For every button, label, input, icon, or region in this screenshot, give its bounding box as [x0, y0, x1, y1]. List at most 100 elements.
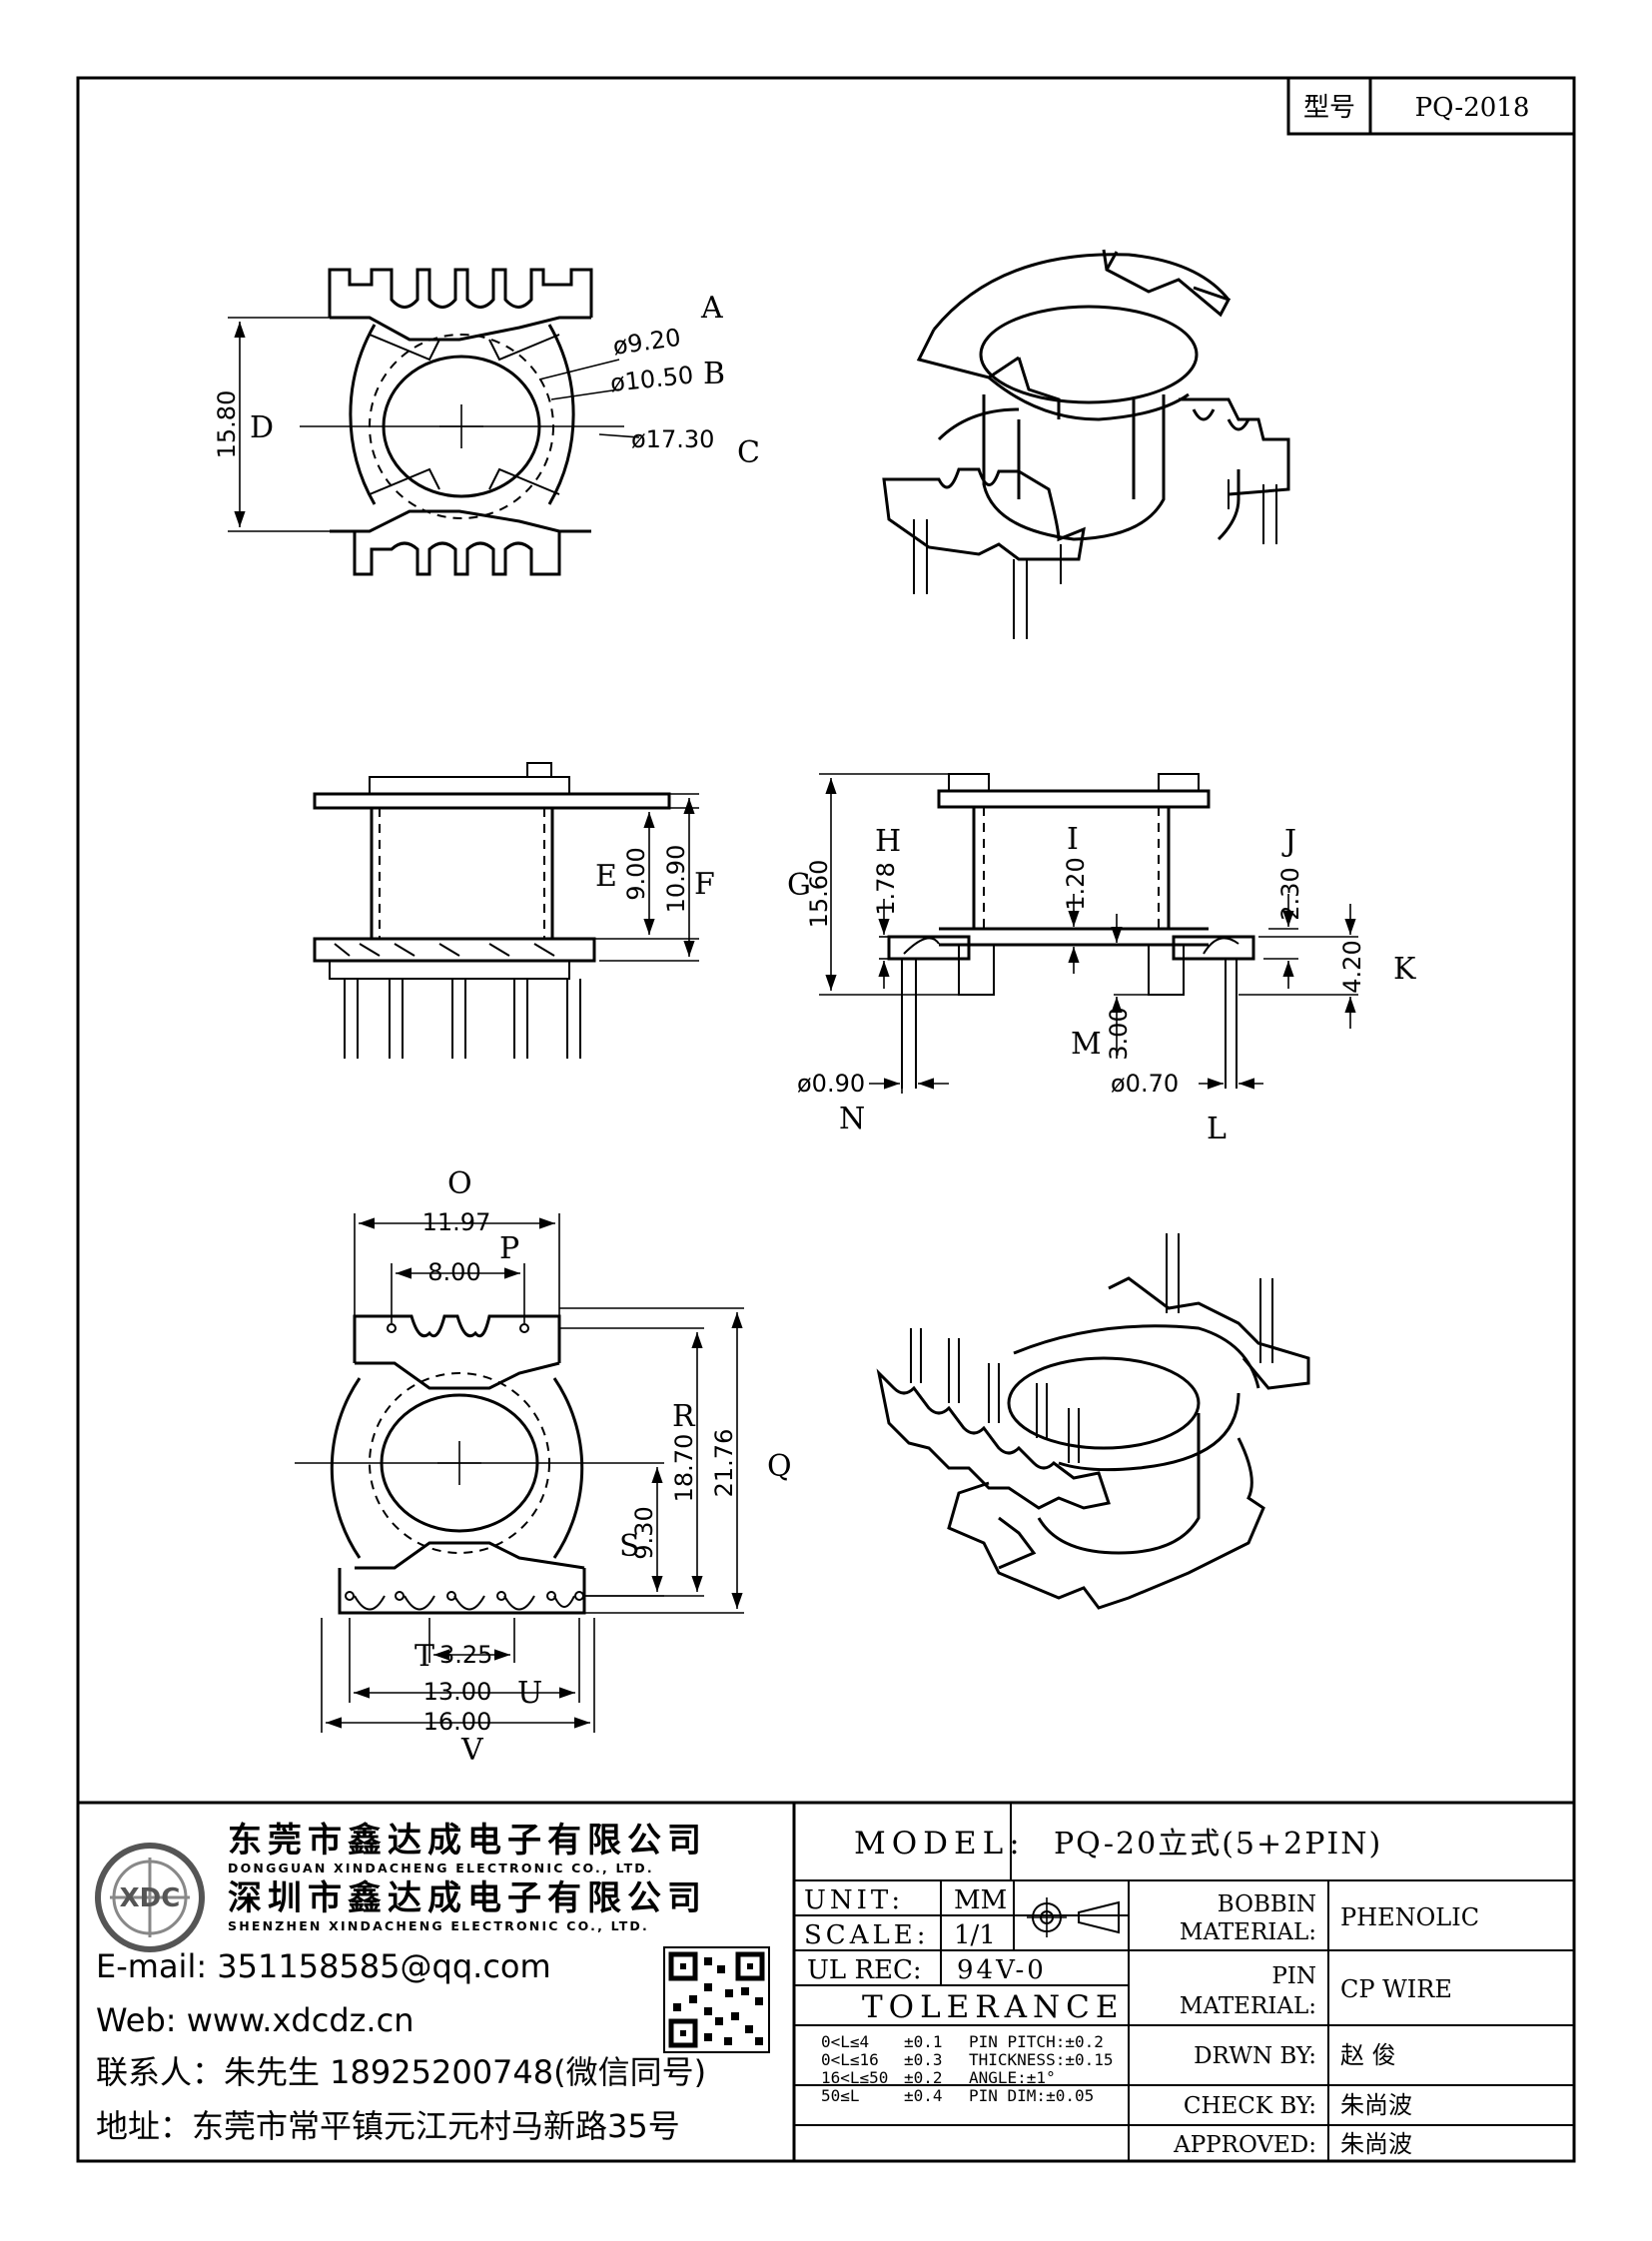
- unit-label: UNIT:: [804, 1885, 904, 1915]
- tol-range-4: 50≤L: [821, 2086, 860, 2105]
- tol-value-2: ±0.3: [904, 2050, 943, 2069]
- label-I: I: [1067, 822, 1079, 857]
- company-name-dongguan-en: DONGGUAN XINDACHENG ELECTRONIC CO., LTD.: [228, 1861, 654, 1875]
- tol-value-4: ±0.4: [904, 2086, 943, 2105]
- company-logo: XDC: [95, 1843, 205, 1952]
- scale-label: SCALE:: [804, 1920, 930, 1950]
- tol-extra-1: PIN PITCH:±0.2: [969, 2032, 1104, 2051]
- label-R: R: [672, 1399, 696, 1434]
- label-P: P: [499, 1231, 519, 1266]
- tol-extra-4: PIN DIM:±0.05: [969, 2086, 1094, 2105]
- pin-label-line1: PIN: [1271, 1963, 1316, 1989]
- tol-value-3: ±0.2: [904, 2068, 943, 2087]
- label-H: H: [875, 824, 901, 859]
- dim-2-30: 2.30: [1276, 867, 1304, 920]
- company-web: Web: www.xdcdz.cn: [96, 2001, 413, 2039]
- dim-15-60: 15.60: [805, 860, 833, 929]
- side-view: 9.00 10.90 E F: [313, 762, 715, 1059]
- label-C: C: [737, 435, 760, 470]
- label-D: D: [250, 410, 274, 445]
- company-name-shenzhen-en: SHENZHEN XINDACHENG ELECTRONIC CO., LTD.: [228, 1918, 649, 1933]
- model-value: PQ-20立式(5+2PIN): [1054, 1827, 1382, 1862]
- label-E: E: [595, 859, 617, 894]
- label-K: K: [1393, 952, 1416, 987]
- label-B: B: [703, 357, 725, 391]
- label-M: M: [1071, 1027, 1102, 1062]
- tol-range-2: 0<L≤16: [821, 2050, 879, 2069]
- tol-extra-3: ANGLE:±1°: [969, 2068, 1056, 2087]
- logo-lettering: XDC: [120, 1883, 181, 1913]
- dim-21-76: 21.76: [710, 1429, 738, 1498]
- dim-1-20: 1.20: [1062, 857, 1090, 910]
- dim-phi-9-20: ø9.20: [611, 324, 682, 361]
- dim-phi-10-50: ø10.50: [609, 361, 695, 397]
- dim-15-80: 15.80: [213, 390, 241, 459]
- bottom-view: 11.97 O 8.00 P 21.76 Q 18.70 R 9.30 S 3.…: [295, 1166, 792, 1768]
- approved-label: APPROVED:: [1173, 2132, 1316, 2158]
- ulrec-label: UL REC:: [807, 1955, 922, 1985]
- label-N: N: [839, 1102, 865, 1136]
- projection-symbol-icon: [1027, 1897, 1120, 1937]
- qr-code: [663, 1946, 770, 2053]
- tol-range-3: 16<L≤50: [821, 2068, 888, 2087]
- header-box: 型号 PQ-2018: [1286, 76, 1576, 136]
- company-name-shenzhen: 深圳市鑫达成电子有限公司: [228, 1878, 707, 1918]
- dim-4-20: 4.20: [1338, 940, 1366, 993]
- dim-9-00: 9.00: [622, 847, 650, 900]
- label-Q: Q: [767, 1449, 792, 1484]
- dim-phi-0-70: ø0.70: [1111, 1070, 1179, 1098]
- front-view: 15.60 G 1.78 H 1.20 I 2.30 J 4.20 K 3.00: [787, 773, 1416, 1146]
- label-T: T: [414, 1639, 434, 1674]
- dim-3-25: 3.25: [439, 1641, 492, 1669]
- drawn-value: 赵 俊: [1340, 2041, 1396, 2069]
- model-label: MODEL:: [854, 1826, 1026, 1862]
- dim-8-00: 8.00: [427, 1258, 480, 1286]
- company-contact: 联系人：朱先生 18925200748(微信同号): [96, 2053, 706, 2091]
- bobbin-label-line1: BOBBIN: [1218, 1891, 1316, 1917]
- bobbin-value: PHENOLIC: [1340, 1903, 1479, 1931]
- label-J: J: [1281, 824, 1296, 859]
- scale-value: 1/1: [954, 1920, 996, 1950]
- iso-view-bottom: [876, 1233, 1310, 1610]
- tol-extra-2: THICKNESS:±0.15: [969, 2050, 1114, 2069]
- label-O: O: [447, 1166, 472, 1201]
- dim-3-00: 3.00: [1105, 1007, 1133, 1060]
- company-address: 地址：东莞市常平镇元江元村马新路35号: [96, 2107, 680, 2145]
- label-S: S: [619, 1529, 640, 1564]
- dim-9-30: 9.30: [630, 1506, 658, 1559]
- check-label: CHECK BY:: [1184, 2093, 1316, 2119]
- top-view: 15.80 D ø9.20 ø10.50 ø17.30 A B C: [213, 268, 760, 576]
- dim-phi-17-30: ø17.30: [631, 425, 714, 453]
- dim-phi-0-90: ø0.90: [797, 1070, 865, 1098]
- tolerance-label: TOLERANCE: [862, 1989, 1125, 2025]
- bobbin-label-line2: MATERIAL:: [1180, 1919, 1316, 1945]
- dim-1-78: 1.78: [872, 862, 900, 915]
- company-email: E-mail: 351158585@qq.com: [96, 1947, 551, 1985]
- dim-13-00: 13.00: [423, 1678, 492, 1706]
- type-label: 型号: [1303, 93, 1355, 123]
- pin-label-line2: MATERIAL:: [1180, 1993, 1316, 2019]
- check-value: 朱尚波: [1340, 2091, 1412, 2119]
- dim-10-90: 10.90: [662, 845, 690, 914]
- title-block: XDC 东莞市鑫达成电子有限公司 DONGGUAN XINDACHENG ELE…: [78, 1801, 1574, 2161]
- company-name-dongguan: 东莞市鑫达成电子有限公司: [228, 1821, 707, 1861]
- tol-range-1: 0<L≤4: [821, 2032, 869, 2051]
- unit-value: MM: [954, 1885, 1007, 1915]
- ulrec-value: 94V-0: [957, 1955, 1047, 1985]
- type-value: PQ-2018: [1415, 93, 1530, 123]
- approved-value: 朱尚波: [1340, 2130, 1412, 2158]
- iso-view-top: [882, 249, 1290, 639]
- label-L: L: [1207, 1112, 1227, 1146]
- label-F: F: [694, 867, 715, 902]
- label-A: A: [700, 291, 723, 326]
- dim-18-70: 18.70: [670, 1434, 698, 1503]
- tol-value-1: ±0.1: [904, 2032, 943, 2051]
- label-G: G: [787, 868, 811, 903]
- dim-11-97: 11.97: [422, 1208, 491, 1236]
- drawn-label: DRWN BY:: [1194, 2043, 1316, 2069]
- drawing-frame: [76, 76, 1576, 2163]
- label-U: U: [517, 1676, 542, 1711]
- pin-value: CP WIRE: [1340, 1975, 1452, 2003]
- dim-16-00: 16.00: [423, 1708, 492, 1736]
